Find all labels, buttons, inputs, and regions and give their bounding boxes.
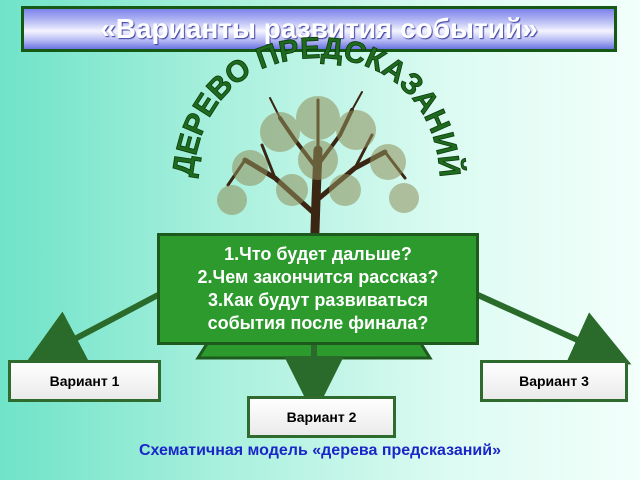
variant-3-label: Вариант 3: [519, 373, 589, 389]
tree-foliage: [217, 96, 419, 215]
variant-2-label: Вариант 2: [286, 409, 357, 425]
variant-1-box: Вариант 1: [8, 360, 161, 402]
title-banner: «Варианты развития событий»: [21, 6, 617, 52]
arrow-to-variant-1: [23, 292, 160, 367]
variant-2-box: Вариант 2: [247, 396, 396, 438]
variant-3-box: Вариант 3: [480, 360, 628, 402]
questions-box: 1.Что будет дальше? 2.Чем закончится рас…: [157, 233, 479, 345]
page-title: «Варианты развития событий»: [100, 13, 538, 44]
arrow-to-variant-3: [476, 292, 632, 367]
question-item: события после финала?: [207, 313, 429, 333]
question-item: 3.Как будут развиваться: [208, 290, 428, 310]
questions-list: 1.Что будет дальше? 2.Чем закончится рас…: [198, 243, 439, 335]
question-item: 2.Чем закончится рассказ?: [197, 267, 439, 287]
question-item: 1.Что будет дальше?: [224, 244, 412, 264]
diagram-caption: Схематичная модель «дерева предсказаний»: [138, 442, 501, 459]
variant-1-label: Вариант 1: [49, 373, 120, 389]
